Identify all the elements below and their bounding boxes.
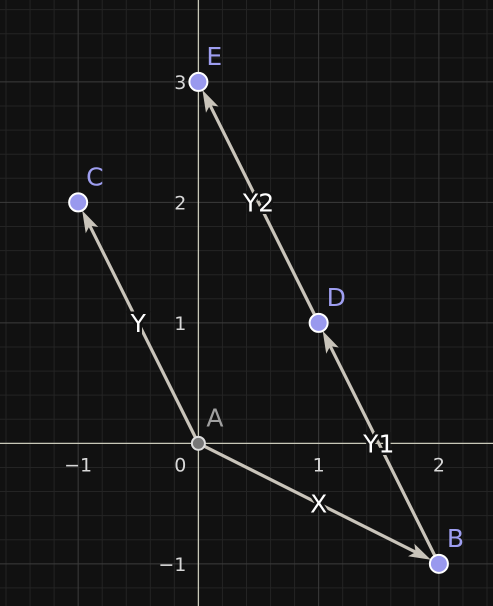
- y-tick-label: 3: [174, 72, 186, 94]
- vector-Y2-label: Y2: [242, 188, 274, 217]
- vector-X-shaft: [196, 441, 417, 554]
- vector-Y-label: Y: [130, 309, 147, 338]
- point-D-label: D: [327, 283, 346, 312]
- labels: X Y Y1 Y2A B C D E: [86, 42, 464, 553]
- y-tick-label: 2: [174, 192, 186, 214]
- point-D: [308, 312, 329, 333]
- vector-Y2-shaft: [208, 104, 321, 325]
- y-tick-label: −1: [158, 554, 186, 576]
- x-tick-label: 2: [433, 454, 445, 476]
- vector-Y1-arrowhead: [322, 330, 339, 354]
- vectors: [82, 89, 441, 566]
- point-A: [190, 435, 206, 451]
- origin-tick-label: 0: [174, 454, 186, 476]
- points: [68, 71, 449, 574]
- point-B-label: B: [447, 524, 464, 553]
- vector-X-label: X: [310, 490, 327, 519]
- vector-Y-shaft: [88, 224, 201, 445]
- vector-X-arrowhead: [408, 543, 431, 560]
- point-E: [188, 71, 209, 92]
- y-tick-label: 1: [174, 313, 186, 335]
- point-E-label: E: [206, 42, 222, 71]
- point-C: [68, 192, 89, 213]
- point-B: [428, 553, 449, 574]
- vector-Y2-arrowhead: [202, 89, 219, 113]
- vector-Y-arrowhead: [82, 210, 99, 234]
- x-tick-label: −1: [64, 454, 92, 476]
- point-A-label: A: [206, 403, 223, 432]
- tick-labels: −1 1 2 −1 1 2 3 0: [64, 72, 445, 576]
- x-tick-label: 1: [313, 454, 325, 476]
- point-C-label: C: [86, 162, 103, 191]
- vector-Y1-shaft: [329, 345, 441, 566]
- vector-Y1-label: Y1: [362, 429, 394, 458]
